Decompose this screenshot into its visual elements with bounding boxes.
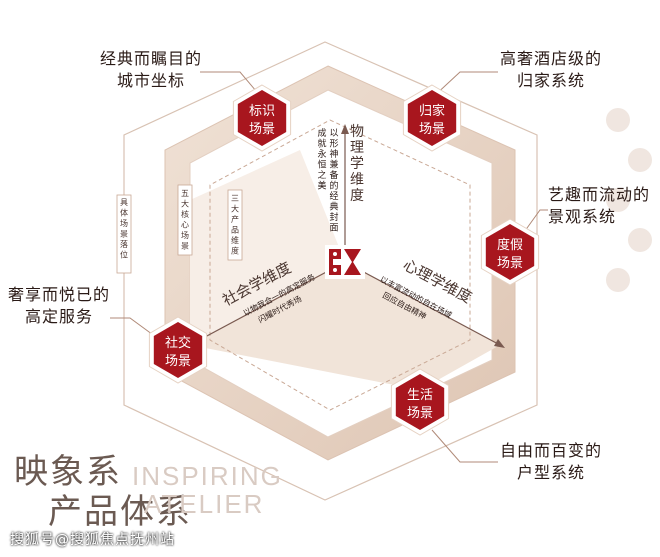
callout-biaoshi-line2: 城市坐标 [117, 71, 186, 90]
callout-dujia-line2: 景观系统 [548, 207, 617, 226]
dashed-hexagon [209, 119, 471, 411]
node-label-line1: 度假 [497, 237, 523, 253]
brand-cn-line2: 产品体系 [48, 492, 192, 532]
node-label-line1: 社交 [165, 335, 191, 351]
connector-guijia [431, 71, 498, 99]
callout-shejiao-line1: 奢享而悦已的 [8, 285, 111, 304]
axis-up-arrow [341, 124, 349, 134]
callout-shejiao: 奢享而悦已的 高定服务 [8, 284, 110, 328]
node-label-line1: 生活 [407, 388, 433, 403]
ring-label-inner: 三大产品维度 [227, 189, 243, 261]
connector-dujia [521, 209, 548, 236]
axis-physical-note-2: 成就永恒之美 [317, 127, 326, 192]
callout-dujia-line1: 艺趣而流动的 [548, 185, 651, 204]
node-hexagon [237, 90, 287, 146]
brand-cn-line1: 映象系 [14, 452, 122, 492]
node-hexagon [395, 374, 445, 430]
node-hexagon [153, 322, 203, 378]
callout-biaoshi-line1: 经典而瞩目的 [100, 49, 203, 68]
svg-text:具体场景落位: 具体场景落位 [120, 198, 128, 260]
callout-biaoshi: 经典而瞩目的 城市坐标 [100, 48, 202, 92]
watermark: 搜狐号@搜狐焦点抚州站 [10, 532, 175, 548]
ring-label-outer: 具体场景落位 [116, 194, 132, 274]
sector-bottom [190, 262, 500, 390]
callout-shenghuo-line1: 自由而百变的 [500, 441, 603, 460]
axis-physical-title: 物理学维度 [350, 124, 364, 204]
node-hexagon [407, 90, 457, 146]
axis-right [344, 261, 501, 346]
callout-shejiao-line2: 高定服务 [25, 307, 94, 326]
axis-physical-note-1: 以形神兼备的经典封面 [329, 129, 338, 234]
outer-hexagon [123, 41, 538, 501]
svg-text:五大核心场景: 五大核心场景 [181, 189, 189, 251]
callout-dujia: 艺趣而流动的 景观系统 [548, 184, 650, 228]
center-logo [325, 245, 365, 279]
svg-text:三大产品维度: 三大产品维度 [231, 194, 239, 256]
node-label-line2: 场景 [165, 354, 191, 369]
node-label-line2: 场景 [249, 122, 275, 137]
axis-right-arrow [494, 339, 505, 348]
decorative-pattern [606, 108, 652, 292]
callout-guijia-line1: 高奢酒店级的 [500, 49, 603, 68]
node-label-line1: 归家 [419, 103, 445, 119]
callout-guijia-line2: 归家系统 [517, 71, 586, 90]
brand-english-title: INSPIRING ATELIER [132, 462, 283, 518]
node-hexagon [485, 224, 535, 280]
connector-shenghuo [431, 429, 498, 463]
callout-shenghuo-line2: 户型系统 [517, 463, 586, 482]
brand-en-line1: INSPIRING [132, 461, 283, 491]
node-label-line2: 场景 [419, 122, 445, 137]
axis-left [189, 261, 346, 346]
callout-guijia: 高奢酒店级的 归家系统 [500, 48, 602, 92]
brand-chinese-title: 映象系 产品体系 [14, 452, 192, 532]
node-label-line2: 场景 [407, 406, 433, 421]
node-label-line2: 场景 [497, 256, 523, 271]
node-label-line1: 标识 [249, 104, 275, 119]
brand-en-line2: ATELIER [144, 489, 265, 519]
ring-label-middle: 五大核心场景 [177, 184, 193, 256]
callout-shenghuo: 自由而百变的 户型系统 [500, 440, 602, 484]
